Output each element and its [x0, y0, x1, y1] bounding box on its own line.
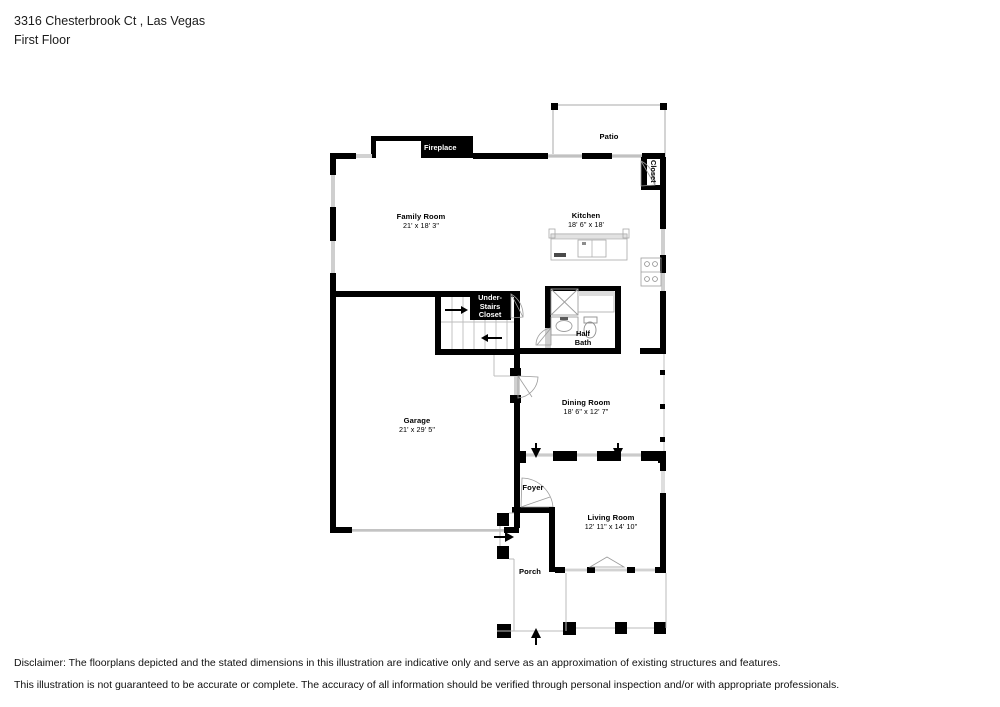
disclaimer-block: Disclaimer: The floorplans depicted and …: [14, 652, 839, 696]
kitchen-island-sink: [548, 228, 630, 261]
floor-label: First Floor: [14, 33, 71, 47]
room-label-kitchen: Kitchen 18' 6" x 18': [567, 211, 605, 230]
living-room-window-swing: [588, 556, 626, 568]
foyer-living-porch-walls: [494, 463, 666, 638]
disclaimer-line-2: This illustration is not guaranteed to b…: [14, 679, 840, 691]
range-cooktop: [640, 257, 662, 287]
room-label-porch: Porch: [518, 567, 542, 576]
stair-direction-arrow-up: [445, 306, 468, 314]
room-label-living-room: Living Room 12' 11" x 14' 10": [584, 513, 638, 532]
room-label-dining-room: Dining Room 18' 6" x 12' 7": [561, 398, 611, 417]
room-label-family-room: Family Room 21' x 18' 3": [396, 212, 446, 231]
page-header: 3316 Chesterbrook Ct , Las Vegas First F…: [14, 12, 205, 50]
room-label-foyer: Foyer: [522, 483, 544, 492]
shower-stall: [550, 288, 579, 316]
label-fireplace: Fireplace: [424, 143, 457, 152]
room-label-garage: Garage 21' x 29' 5": [398, 416, 436, 435]
stair-direction-arrow-down: [481, 334, 502, 342]
property-address: 3316 Chesterbrook Ct , Las Vegas: [14, 14, 206, 28]
dining-hall-wall: [514, 443, 666, 463]
family-room-walls: [330, 136, 665, 297]
label-closet: Closet: [649, 160, 658, 183]
bathroom-sink: [550, 316, 579, 336]
porch-entry-arrow: [494, 532, 514, 542]
patio-area: [551, 103, 667, 157]
front-entry-arrow: [531, 628, 541, 645]
label-under-stairs-closet: Under- Stairs Closet: [478, 293, 502, 320]
right-exterior-wall: [640, 157, 666, 462]
room-label-half-bath: Half Bath: [574, 329, 592, 347]
fireplace-block: [421, 136, 473, 158]
toilet: [583, 316, 598, 339]
kitchen-hall-walls: [518, 286, 621, 354]
staircase: [435, 291, 524, 377]
hallway-arrow-1: [531, 443, 541, 458]
under-stairs-closet-block: [470, 292, 511, 320]
disclaimer-line-1: Disclaimer: The floorplans depicted and …: [14, 657, 781, 669]
room-label-patio: Patio: [599, 132, 619, 141]
front-exterior-wall: [514, 573, 667, 645]
hallway-arrow-2: [613, 443, 623, 458]
